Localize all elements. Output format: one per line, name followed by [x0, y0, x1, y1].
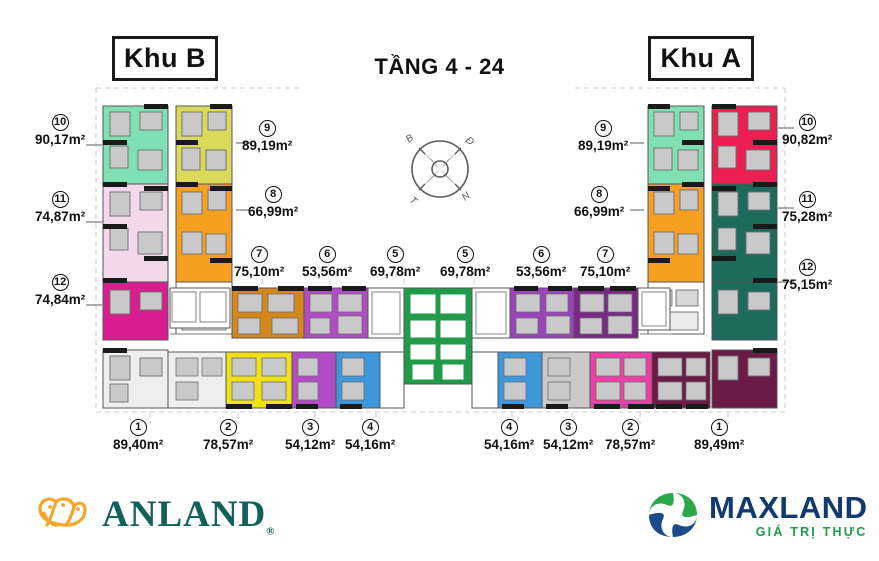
maxland-tagline: GIÁ TRỊ THỰC: [755, 524, 868, 539]
unit-area-label: 54,12m²: [285, 437, 336, 452]
compass-rose: B Đ T N: [404, 132, 476, 207]
anland-logo: ANLAND®: [30, 487, 276, 543]
anland-registered-mark: ®: [266, 525, 276, 538]
unit-callout-bottom-right-1[interactable]: 1 89,49m²: [694, 419, 744, 452]
unit-number-bubble: 12: [51, 274, 69, 291]
zone-label-khu-a: Khu A: [648, 36, 754, 81]
unit-area-label: 69,78m²: [440, 264, 491, 279]
unit-number-bubble: 5: [456, 246, 474, 263]
zone-label-khu-b: Khu B: [112, 36, 218, 81]
unit-number-bubble: 3: [559, 419, 577, 436]
unit-number-bubble: 10: [51, 114, 69, 131]
unit-callout-left-11[interactable]: 11 74,87m²: [35, 191, 85, 224]
unit-number-bubble: 7: [596, 246, 614, 263]
unit-area-label: 90,17m²: [35, 132, 86, 147]
unit-number-bubble: 8: [590, 186, 608, 203]
unit-number-bubble: 1: [129, 419, 147, 436]
unit-number-bubble: 9: [594, 120, 612, 137]
unit-callout-mid-right-7[interactable]: 7 75,10m²: [580, 246, 630, 279]
unit-area-label: 89,19m²: [242, 138, 293, 153]
unit-area-label: 90,82m²: [782, 132, 833, 147]
unit-area-label: 78,57m²: [605, 437, 656, 452]
maxland-spiral-icon: [649, 493, 697, 537]
unit-number-bubble: 7: [250, 246, 268, 263]
unit-callout-mid-left-5[interactable]: 5 69,78m²: [370, 246, 420, 279]
unit-number-bubble: 6: [318, 246, 336, 263]
unit-area-label: 75,10m²: [580, 264, 631, 279]
unit-callout-right-8[interactable]: 8 66,99m²: [574, 186, 624, 219]
unit-callout-bottom-left-3[interactable]: 3 54,12m²: [285, 419, 335, 452]
unit-callout-right-12[interactable]: 12 75,15m²: [782, 259, 832, 292]
unit-callout-bottom-left-2[interactable]: 2 78,57m²: [203, 419, 253, 452]
unit-number-bubble: 10: [798, 114, 816, 131]
unit-number-bubble: 2: [621, 419, 639, 436]
unit-area-label: 74,84m²: [35, 292, 86, 307]
unit-area-label: 89,40m²: [113, 437, 164, 452]
unit-callout-mid-left-7[interactable]: 7 75,10m²: [234, 246, 284, 279]
unit-number-bubble: 4: [361, 419, 379, 436]
unit-area-label: 75,10m²: [234, 264, 285, 279]
unit-area-label: 53,56m²: [516, 264, 567, 279]
unit-area-label: 75,15m²: [782, 277, 833, 292]
compass-east-letter: N: [460, 190, 473, 204]
unit-number-bubble: 4: [500, 419, 518, 436]
unit-callout-left-10[interactable]: 10 90,17m²: [35, 114, 85, 147]
compass-west-letter: B: [404, 132, 416, 145]
unit-area-label: 69,78m²: [370, 264, 421, 279]
unit-callout-bottom-right-4[interactable]: 4 54,16m²: [484, 419, 534, 452]
unit-number-bubble: 12: [798, 259, 816, 276]
unit-area-label: 66,99m²: [574, 204, 625, 219]
unit-area-label: 54,16m²: [345, 437, 396, 452]
anland-wordmark: ANLAND®: [102, 493, 276, 537]
unit-callout-left-9[interactable]: 9 89,19m²: [242, 120, 292, 153]
unit-area-label: 53,56m²: [302, 264, 353, 279]
unit-area-label: 54,16m²: [484, 437, 535, 452]
unit-area-label: 75,28m²: [782, 209, 833, 224]
unit-callout-left-12[interactable]: 12 74,84m²: [35, 274, 85, 307]
unit-number-bubble: 1: [710, 419, 728, 436]
unit-callout-right-9[interactable]: 9 89,19m²: [578, 120, 628, 153]
unit-callout-mid-left-6[interactable]: 6 53,56m²: [302, 246, 352, 279]
compass-south-letter: T: [407, 195, 419, 207]
unit-area-label: 89,19m²: [578, 138, 629, 153]
unit-area-label: 78,57m²: [203, 437, 254, 452]
page-title: TẦNG 4 - 24: [374, 54, 505, 79]
compass-north-letter: Đ: [463, 135, 476, 148]
unit-area-label: 54,12m²: [543, 437, 594, 452]
unit-area-label: 74,87m²: [35, 209, 86, 224]
unit-callout-bottom-left-4[interactable]: 4 54,16m²: [345, 419, 395, 452]
unit-callout-bottom-right-2[interactable]: 2 78,57m²: [605, 419, 655, 452]
unit-callout-left-8[interactable]: 8 66,99m²: [248, 186, 298, 219]
unit-number-bubble: 11: [51, 191, 69, 208]
unit-callout-bottom-left-1[interactable]: 1 89,40m²: [113, 419, 163, 452]
unit-number-bubble: 3: [301, 419, 319, 436]
unit-number-bubble: 9: [258, 120, 276, 137]
unit-number-bubble: 11: [798, 191, 816, 208]
maxland-logo: MAXLAND GIÁ TRỊ THỰC: [645, 487, 868, 543]
unit-callout-mid-right-5[interactable]: 5 69,78m²: [440, 246, 490, 279]
unit-area-label: 66,99m²: [248, 204, 299, 219]
unit-callout-mid-right-6[interactable]: 6 53,56m²: [516, 246, 566, 279]
unit-callout-bottom-right-3[interactable]: 3 54,12m²: [543, 419, 593, 452]
anland-bird-icon: [38, 497, 87, 527]
unit-number-bubble: 5: [386, 246, 404, 263]
anland-name: ANLAND: [102, 493, 267, 535]
unit-number-bubble: 6: [532, 246, 550, 263]
unit-number-bubble: 2: [219, 419, 237, 436]
maxland-wordmark: MAXLAND: [709, 489, 868, 525]
unit-callout-right-10[interactable]: 10 90,82m²: [782, 114, 832, 147]
unit-number-bubble: 8: [264, 186, 282, 203]
unit-area-label: 89,49m²: [694, 437, 745, 452]
unit-callout-right-11[interactable]: 11 75,28m²: [782, 191, 832, 224]
